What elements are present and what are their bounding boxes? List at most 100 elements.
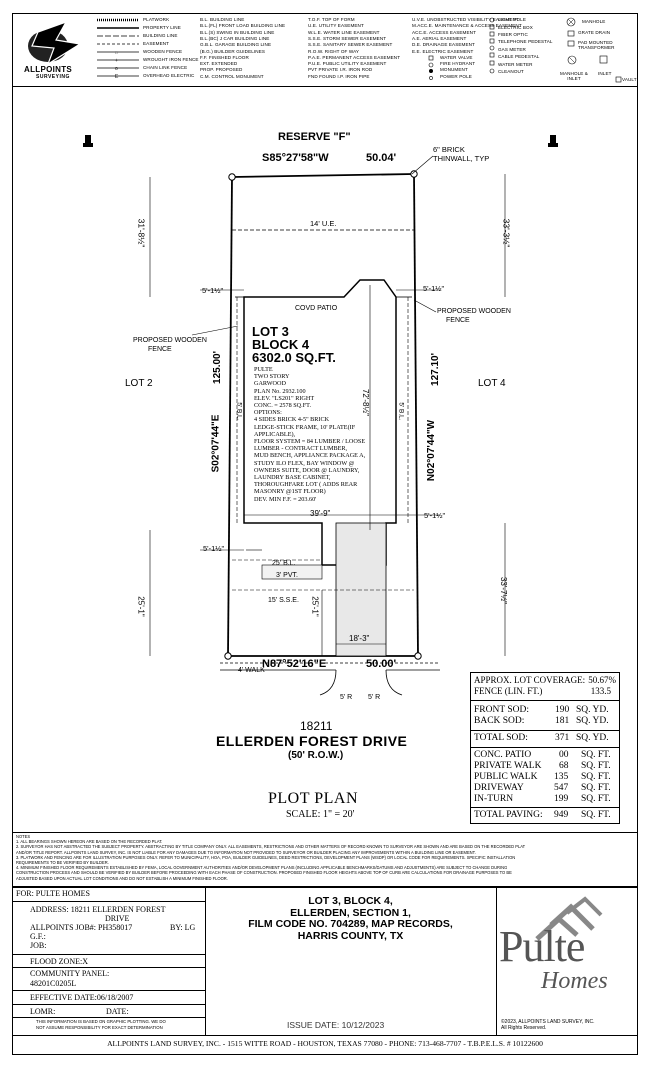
house-note-line: FLOOR SYSTEM = 84 LUMBER / LOOSE bbox=[254, 438, 366, 446]
legend-light-pole: LIGHT POLE bbox=[498, 17, 526, 22]
address-value-2: DRIVE bbox=[105, 914, 130, 923]
house-note-line: TWO STORY bbox=[254, 373, 290, 381]
pulte-roof-icon bbox=[535, 896, 603, 941]
flood-value: X bbox=[82, 957, 88, 966]
legend-abbrev: U.E. UTILITY EASEMENT bbox=[308, 23, 364, 29]
radius-label-1: 5' R bbox=[340, 694, 353, 701]
sse-label: 15' S.S.E. bbox=[268, 597, 299, 604]
prop-fence-left-2: FENCE bbox=[148, 346, 172, 353]
address-value: 18211 ELLERDEN FOREST bbox=[70, 905, 166, 914]
legend-gas-meter: GAS METER bbox=[498, 46, 526, 52]
street-number: 18211 bbox=[300, 719, 333, 733]
logo-subtext: SURVEYING bbox=[36, 74, 70, 80]
company-logo: ALLPOINTS SURVEYING bbox=[18, 18, 90, 82]
walk-label: 4' WALK bbox=[238, 667, 265, 674]
legend-abbrev: B.L.(S) SWING IN BUILDING LINE bbox=[200, 29, 275, 35]
total-paving-unit: SQ. FT. bbox=[581, 810, 611, 820]
notes: NOTES 1. ALL BEARINGS SHOWN HEREON ARE B… bbox=[16, 834, 636, 881]
legend-abbrev: G.B.L. GARAGE BUILDING LINE bbox=[200, 42, 272, 48]
effective-value: 06/18/2007 bbox=[96, 993, 134, 1002]
paving-unit: SQ. FT. bbox=[581, 783, 611, 793]
corner-monuments bbox=[224, 170, 422, 660]
prop-fence-right-1: PROPOSED WOODEN bbox=[437, 308, 511, 315]
legend-inlet: INLET bbox=[598, 71, 612, 76]
lot-2-label: LOT 2 bbox=[125, 378, 153, 389]
legal-line: ELLERDEN, SECTION 1, bbox=[290, 906, 411, 919]
legend-symbols-col6: MANHOLE GRATE DRAIN PAD MOUNTED TRANSFOR… bbox=[560, 16, 637, 84]
legend-manhole: MANHOLE bbox=[582, 19, 606, 24]
private-walk bbox=[261, 564, 323, 580]
side-front-right: 5'-1½" bbox=[424, 511, 446, 520]
front-mid-dim: 25'-1" bbox=[310, 596, 320, 617]
dimension-lines bbox=[149, 174, 506, 656]
reserve-label: RESERVE "F" bbox=[278, 131, 351, 143]
legend-fiber-optic: FIBER OPTIC bbox=[498, 32, 528, 37]
top-distance: 50.04' bbox=[366, 152, 397, 164]
house-note-line: 4 SIDES BRICK 4-5" BRICK bbox=[254, 416, 330, 424]
flood-row: FLOOD ZONE:X bbox=[30, 957, 88, 966]
for-label: FOR: bbox=[16, 889, 34, 898]
note-line: CONSTRUCTION PROCESS AND SHOULD BE VERIF… bbox=[16, 870, 512, 876]
coverage-table: APPROX. LOT COVERAGE: 50.67% FENCE (LIN.… bbox=[470, 672, 620, 824]
paving-label: CONC. PATIO bbox=[474, 750, 532, 760]
footer-company: ALLPOINTS LAND SURVEY, INC. - 1515 WITTE… bbox=[107, 1039, 543, 1048]
left-distance: 125.00' bbox=[211, 351, 223, 384]
house-notes: PULTE TWO STORY GARWOOD PLAN No. 2932.10… bbox=[254, 366, 394, 503]
note-line: 4. MINIMUM FINISHED FLOOR REQUIREMENTS E… bbox=[16, 865, 508, 871]
legend-abbrev: B.L.(BC) J CAR BUILDING LINE bbox=[200, 35, 270, 41]
svg-text:E: E bbox=[115, 74, 119, 80]
legend-abbrev: B.L. BUILDING LINE bbox=[200, 17, 245, 22]
house-note-line: LAUNDRY BASE CABINET, bbox=[254, 474, 331, 482]
header-legend bbox=[12, 13, 638, 87]
paving-label: PRIVATE WALK bbox=[474, 761, 542, 771]
right-distance: 127.10' bbox=[429, 353, 441, 386]
note-line: REQUIREMENTS TO BE VERIFIED BY BUILDER. bbox=[16, 860, 109, 866]
prop-fence-right-2: FENCE bbox=[446, 317, 470, 324]
legend-abbrev: E.E. ELECTRIC EASEMENT bbox=[412, 48, 474, 54]
legal-description: LOT 3, BLOCK 4, ELLERDEN, SECTION 1, FIL… bbox=[205, 895, 496, 942]
back-sod-unit: SQ. YD. bbox=[576, 716, 609, 726]
legend-abbrev: A.E. AERIAL EASEMENT bbox=[412, 35, 467, 41]
lot-coverage-label: APPROX. LOT COVERAGE: bbox=[474, 675, 586, 685]
lot-title: LOT 3 bbox=[252, 324, 289, 339]
house-note-line: STUDY ILO FLEX, BAY WINDOW @ bbox=[254, 459, 355, 467]
panel-label: COMMUNITY PANEL: bbox=[30, 969, 110, 978]
house-note-line: ELEV. "LS201" RIGHT bbox=[254, 394, 315, 402]
note-line: ADJUSTED BASED UPON ACTUAL LOT CONDITION… bbox=[16, 875, 228, 881]
bottom-distance: 50.00' bbox=[366, 658, 397, 670]
legend-abbrev: F.F. FINISHED FLOOR bbox=[200, 54, 249, 60]
for-row: FOR: PULTE HOMES bbox=[16, 889, 90, 898]
copyright-2: All Rights Reserved. bbox=[501, 1025, 547, 1031]
copyright-1: ©2023, ALLPOINTS LAND SURVEY, INC. bbox=[501, 1019, 595, 1025]
legend-abbrev-col3: T.O.F. TOP OF FORM U.E. UTILITY EASEMENT… bbox=[308, 16, 412, 82]
legend-vault: VAULT bbox=[622, 77, 637, 82]
side-setback-left: 5'-1½" bbox=[202, 286, 224, 295]
svg-text:+: + bbox=[115, 58, 118, 64]
dim-right-top: 33'-3½" bbox=[501, 218, 512, 248]
paving-value: 00 bbox=[559, 750, 569, 760]
house-note-line: MUD BENCH, APPLIANCE PACKAGE A, bbox=[254, 452, 366, 460]
paving-value: 135 bbox=[554, 772, 569, 782]
legend-abbrev: M.ACC.E. MAINTENANCE & ACCESS EASEMENT bbox=[412, 23, 522, 29]
plan-title: PLOT PLAN bbox=[268, 790, 358, 807]
legend-grate-drain: GRATE DRAIN bbox=[578, 30, 611, 35]
svg-text:□: □ bbox=[115, 50, 118, 55]
legend-electric-box: ELECTRIC BOX bbox=[498, 24, 533, 30]
legend-water-valve: WATER VALVE bbox=[440, 54, 473, 60]
street-sidewalk bbox=[220, 662, 440, 696]
back-sod-label: BACK SOD: bbox=[474, 716, 525, 726]
fence-label: FENCE (LIN. FT.) bbox=[474, 686, 543, 696]
notes-box bbox=[12, 832, 638, 887]
job-label: ALLPOINTS JOB#: bbox=[30, 923, 97, 932]
house-note-line: OWNERS SUITE, DOOR @ LAUNDRY, bbox=[254, 466, 360, 474]
legend-fire-hydrant: FIRE HYDRANT bbox=[440, 61, 476, 67]
legend-abbrev: W.L.E. WATER LINE EASEMENT bbox=[308, 29, 380, 35]
fence-value: 133.5 bbox=[590, 686, 611, 696]
for-value: PULTE HOMES bbox=[35, 889, 90, 898]
ue-label: 14' U.E. bbox=[310, 219, 337, 228]
property-lines bbox=[227, 173, 419, 657]
house-note-line: MASONRY @1ST FLOOR) bbox=[254, 488, 326, 496]
legend-abbrev: PROP. PROPOSED bbox=[200, 67, 243, 73]
paving-unit: SQ. FT. bbox=[581, 761, 611, 771]
effective-row: EFFECTIVE DATE:06/18/2007 bbox=[30, 993, 133, 1002]
